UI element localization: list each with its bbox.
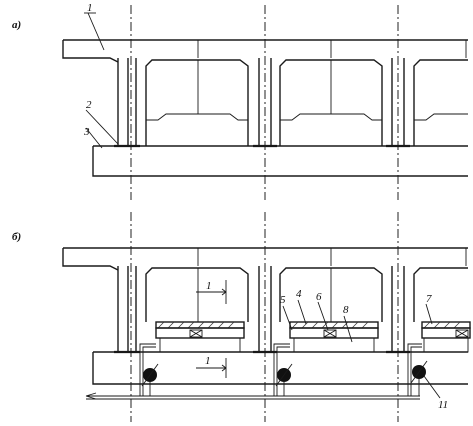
leader-7: [425, 303, 433, 325]
leader-8: [343, 315, 353, 343]
bottom-slab-b: [92, 352, 468, 385]
box-cells-a: [145, 59, 468, 146]
valve-3: [410, 360, 428, 396]
callout-5: 5: [280, 294, 286, 306]
dimension-label-lower: 1: [205, 355, 211, 367]
dimension-lower: 1: [196, 355, 227, 378]
panel-b: б): [12, 212, 471, 422]
jack-frame-3: [421, 321, 471, 353]
leader-6: [317, 301, 329, 331]
deck-cantilever-b: [62, 248, 119, 271]
box-cells-b: [145, 267, 468, 322]
bottom-slab: [92, 146, 468, 177]
deck-cantilever: [62, 40, 119, 63]
leader-1: [87, 12, 105, 51]
leader-4: [297, 299, 307, 325]
callout-1: 1: [87, 2, 93, 14]
jack-frame-1: [155, 321, 245, 353]
valve-2: [275, 363, 293, 396]
hydraulic-pipes: [85, 343, 422, 400]
valve-1: [141, 363, 159, 396]
deck-webs-b: [117, 248, 467, 352]
callout-11: 11: [438, 399, 448, 411]
dimension-label-upper: 1: [206, 280, 212, 292]
leader-5: [282, 305, 293, 331]
dimension-upper: 1: [196, 280, 227, 304]
callout-8: 8: [343, 304, 349, 316]
deck-webs: [117, 40, 467, 146]
leader-2: [85, 109, 119, 145]
panel-a: a): [12, 2, 468, 200]
callout-7: 7: [426, 293, 432, 305]
jack-frame-2: [289, 321, 379, 353]
callout-3: 3: [83, 126, 90, 138]
leader-11: [423, 375, 441, 399]
callout-2: 2: [86, 99, 92, 111]
panel-b-label: б): [12, 231, 21, 243]
callout-4: 4: [296, 288, 302, 300]
leader-3: [85, 127, 103, 149]
callout-6: 6: [316, 291, 322, 303]
panel-a-label: a): [12, 19, 21, 31]
